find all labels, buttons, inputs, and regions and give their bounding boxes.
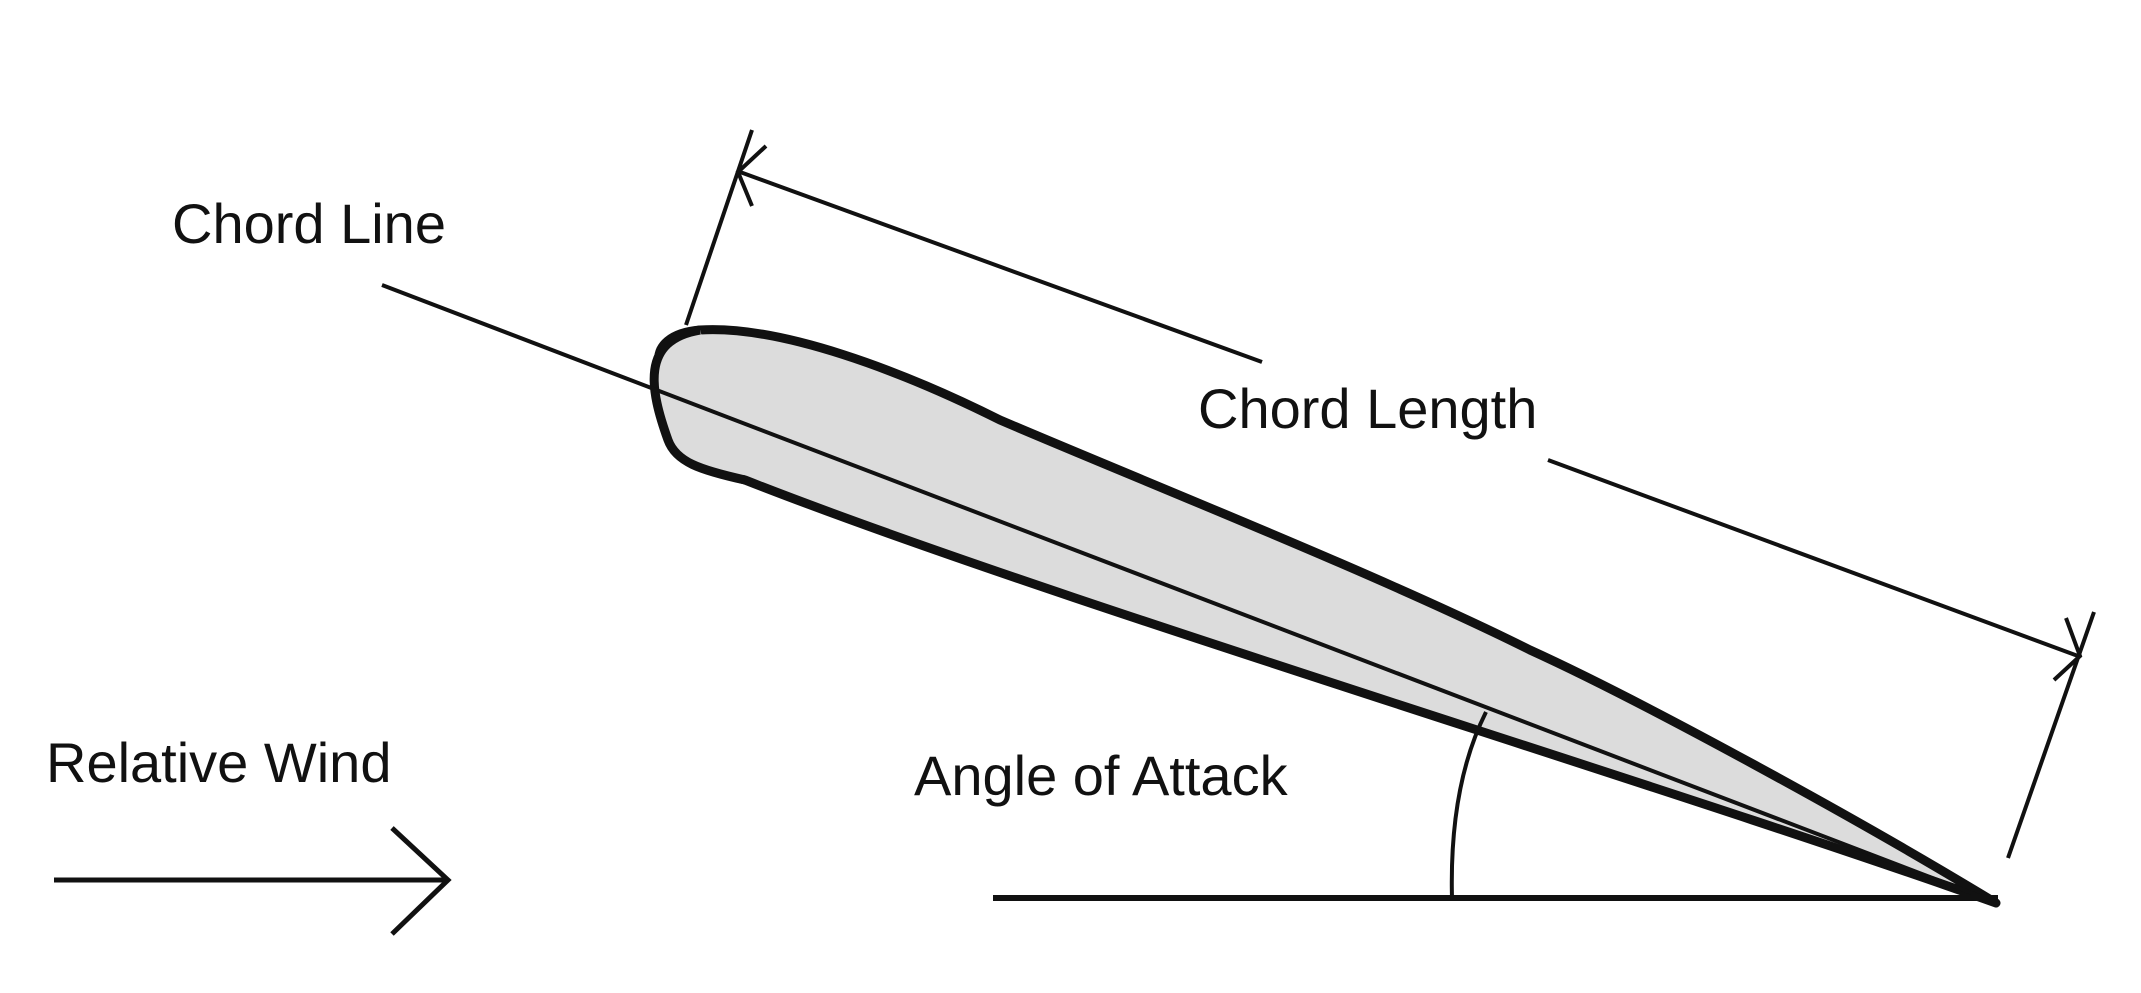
chord-length-arrowhead-left <box>735 144 768 207</box>
chord-length-arrow-left <box>739 170 1263 364</box>
angle-of-attack-label: Angle of Attack <box>914 744 1289 807</box>
relative-wind-label: Relative Wind <box>46 731 391 794</box>
chord-line <box>381 283 1991 902</box>
airfoil-shape <box>654 325 2001 908</box>
relative-wind-arrowhead <box>390 826 452 936</box>
chord-length-extension-right <box>2006 611 2096 859</box>
chord-line-label: Chord Line <box>172 192 446 255</box>
chord-length-label: Chord Length <box>1198 377 1537 440</box>
chord-length-arrow-right <box>1547 458 2079 658</box>
chord-length-extension-left <box>684 129 754 326</box>
angle-of-attack-arc <box>1449 711 1488 899</box>
chord-length-arrowhead-right <box>2052 617 2083 682</box>
